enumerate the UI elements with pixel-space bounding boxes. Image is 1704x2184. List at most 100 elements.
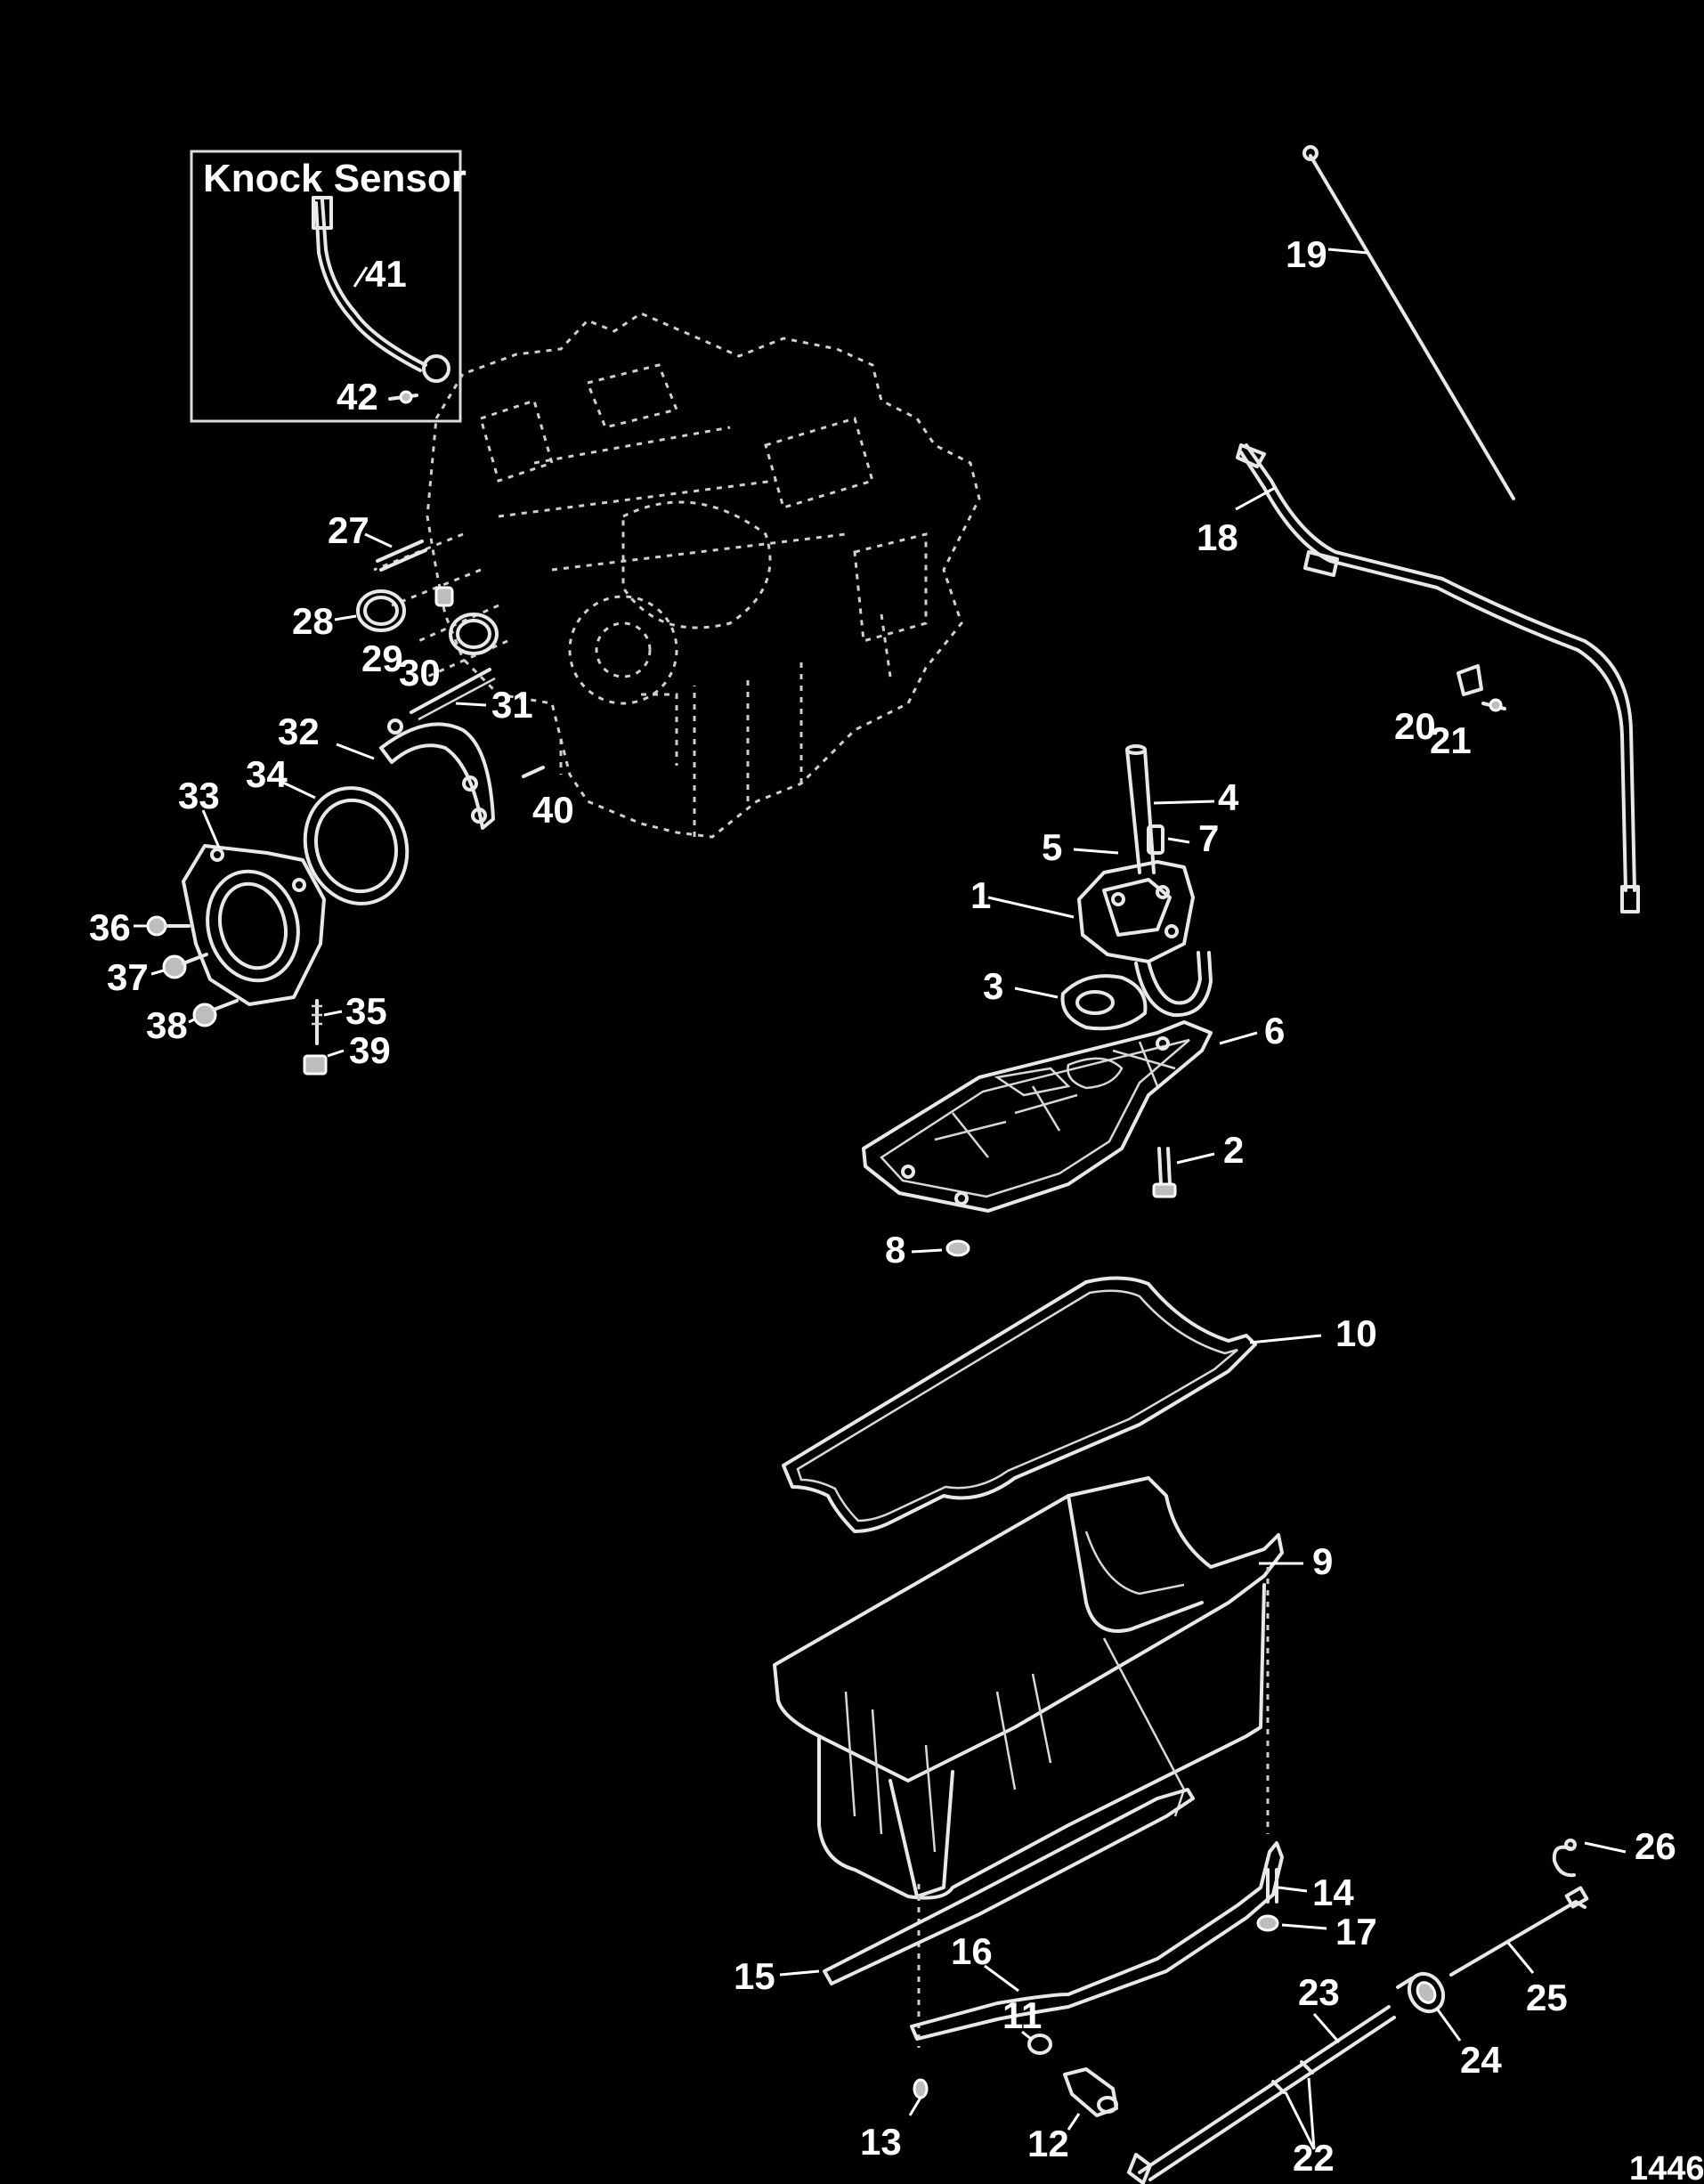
tube-clamp-bolt <box>1457 664 1506 712</box>
callout-4: 4 <box>1218 776 1239 818</box>
front-seal-15 <box>823 1788 1195 1985</box>
leader-41 <box>353 266 369 288</box>
callout-40: 40 <box>532 789 574 831</box>
leader-24 <box>1435 2008 1462 2042</box>
callout-21: 21 <box>1430 719 1472 761</box>
seal-retainer-gasket-32 <box>379 719 495 830</box>
leader-32 <box>336 743 375 760</box>
seal-retainer-33 <box>182 844 326 1006</box>
dowel-40 <box>522 766 545 778</box>
callout-30: 30 <box>399 652 441 694</box>
callout-15: 15 <box>734 1955 775 1997</box>
leader-14 <box>1278 1886 1308 1893</box>
dipstick <box>1302 145 1515 500</box>
cap-26 <box>1552 1839 1577 1878</box>
rear-seal-16 <box>910 1841 1284 2041</box>
leader-33 <box>201 809 221 848</box>
leader-12 <box>1067 2113 1081 2131</box>
dipstick-tube <box>1236 443 1640 913</box>
callout-16: 16 <box>951 1930 993 1972</box>
leader-37 <box>150 969 165 976</box>
callout-7: 7 <box>1198 817 1219 859</box>
callout-29: 29 <box>361 637 403 679</box>
callout-3: 3 <box>983 965 1003 1007</box>
figure-reference: 1446 <box>1629 2150 1704 2184</box>
o-ring-11 <box>1027 2034 1052 2055</box>
callout-13: 13 <box>860 2121 902 2163</box>
oil-pan-gasket-10 <box>782 1276 1257 1533</box>
leader-28 <box>334 614 357 621</box>
drain-fitting-12 <box>1063 2067 1118 2117</box>
callout-37: 37 <box>107 956 149 998</box>
plug-8 <box>945 1239 970 1257</box>
knock-sensor-bolt <box>388 390 418 404</box>
leader-16 <box>984 1964 1019 1993</box>
leader-23 <box>1312 2013 1341 2043</box>
leader-19 <box>1327 248 1368 255</box>
seal-ring-28 <box>356 589 406 632</box>
callout-11: 11 <box>1002 1994 1042 2036</box>
drain-hose-23 <box>1127 2005 1396 2184</box>
leader-1 <box>987 896 1075 919</box>
callout-labels: 1 2 3 4 5 6 7 8 9 10 11 12 13 14 15 16 1… <box>89 233 1676 2179</box>
callout-22: 22 <box>1293 2137 1335 2179</box>
leader-22 <box>1284 2077 1316 2150</box>
screw-37 <box>162 953 208 979</box>
callout-34: 34 <box>246 753 288 795</box>
stud-31 <box>410 668 496 721</box>
leader-11 <box>1021 2030 1032 2041</box>
leader-10 <box>1249 1334 1322 1344</box>
leader-8 <box>911 1248 943 1254</box>
leader-2 <box>1176 1152 1215 1165</box>
valve-24 <box>1396 1971 1446 2014</box>
callout-26: 26 <box>1635 1825 1676 1867</box>
bolt-13 <box>913 2078 929 2099</box>
callout-32: 32 <box>278 710 320 752</box>
plug-29 <box>434 586 454 607</box>
callout-12: 12 <box>1027 2123 1069 2164</box>
leader-18 <box>1235 486 1276 511</box>
lanyard-25 <box>1449 1886 1589 1977</box>
leader-39 <box>327 1049 345 1058</box>
callout-10: 10 <box>1335 1312 1377 1354</box>
dowel-pin-27 <box>376 540 427 572</box>
callout-6: 6 <box>1264 1010 1285 1051</box>
leader-31 <box>455 702 487 707</box>
screw-36 <box>146 915 191 937</box>
knock-sensor-inset: Knock Sensor <box>190 150 467 423</box>
callout-25: 25 <box>1526 1977 1568 2018</box>
leader-26 <box>1584 1841 1627 1854</box>
engine-block <box>373 312 981 839</box>
callout-42: 42 <box>337 376 378 418</box>
leader-17 <box>1281 1923 1327 1930</box>
seal-ring-30 <box>449 613 499 655</box>
inset-frame <box>190 150 462 423</box>
stud-35 <box>312 999 322 1045</box>
callout-24: 24 <box>1460 2039 1502 2081</box>
callout-19: 19 <box>1286 233 1327 275</box>
callout-9: 9 <box>1312 1540 1333 1582</box>
callout-2: 2 <box>1223 1129 1244 1171</box>
leader-38 <box>188 1017 197 1024</box>
callout-1: 1 <box>970 874 991 916</box>
callout-31: 31 <box>491 684 533 726</box>
callout-20: 20 <box>1394 705 1436 747</box>
leader-35 <box>323 1010 343 1017</box>
oil-pan-9 <box>773 1476 1284 1900</box>
callout-8: 8 <box>885 1229 905 1271</box>
knock-sensor-wire <box>312 196 450 383</box>
callout-39: 39 <box>349 1029 391 1071</box>
pin-7 <box>1147 824 1164 855</box>
leader-25 <box>1506 1942 1535 1974</box>
rear-main-seal-34 <box>303 786 410 905</box>
leader-6 <box>1219 1031 1258 1045</box>
callout-14: 14 <box>1312 1871 1354 1913</box>
nut-39 <box>303 1054 328 1076</box>
leader-15 <box>779 1969 820 1977</box>
callout-33: 33 <box>178 775 220 816</box>
callout-17: 17 <box>1335 1911 1377 1953</box>
pickup-screen-3 <box>1060 974 1148 1031</box>
callout-28: 28 <box>292 600 334 642</box>
leader-5 <box>1073 848 1119 855</box>
